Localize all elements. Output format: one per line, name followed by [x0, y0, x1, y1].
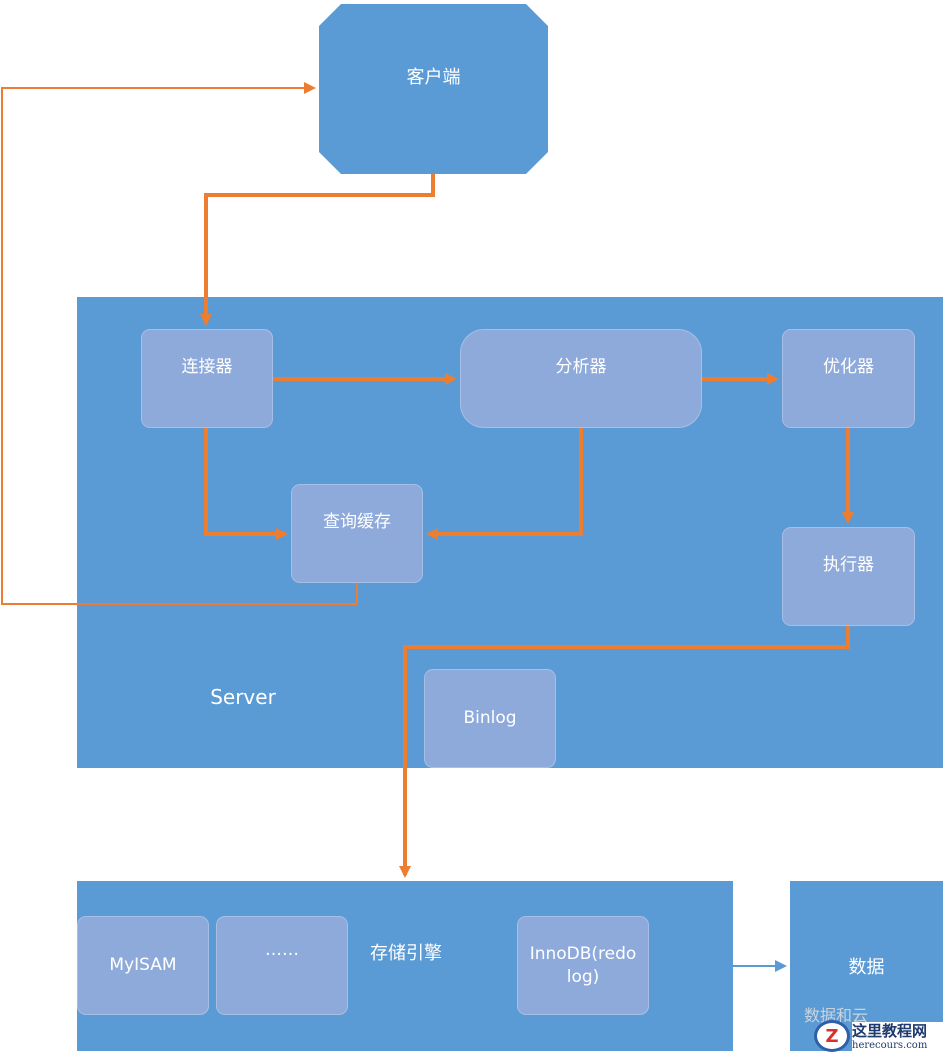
watermark-logo-sub: herecours.com	[852, 1040, 928, 1051]
watermark-logo-badge: Z	[814, 1020, 850, 1052]
watermark-faint-text: 数据和云	[804, 1006, 869, 1025]
storage-engine-label: 存储引擎	[370, 943, 442, 964]
watermark-logo-text: 这里教程网	[852, 1022, 928, 1040]
watermark-text-block: 这里教程网 herecours.com	[852, 1022, 948, 1056]
executor-node: 执行器	[782, 527, 915, 626]
innodb-node: InnoDB(redo log)	[517, 916, 649, 1015]
optimizer-node: 优化器	[782, 329, 915, 428]
data-label: 数据	[848, 957, 885, 978]
client-node-shape	[319, 4, 548, 174]
myisam-node: MyISAM	[77, 916, 209, 1015]
connector-node: 连接器	[141, 329, 273, 428]
watermark: 数据和云 Z 这里教程网 herecours.com	[786, 990, 950, 1062]
binlog-node: Binlog	[424, 669, 556, 768]
watermark-logo-icon: Z	[825, 1025, 839, 1047]
query-cache-node: 查询缓存	[291, 484, 423, 583]
client-label: 客户端	[406, 67, 461, 88]
ellipsis-node: ……	[216, 916, 348, 1015]
server-label: Server	[210, 685, 276, 709]
analyzer-node: 分析器	[460, 329, 702, 428]
